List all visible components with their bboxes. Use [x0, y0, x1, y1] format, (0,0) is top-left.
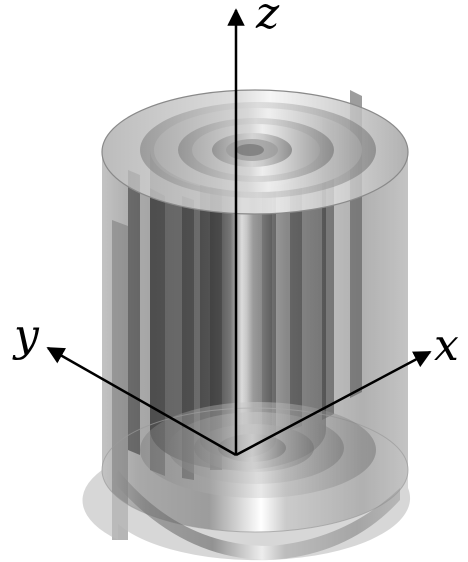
x-axis-label: x	[434, 320, 459, 371]
x-axis	[235, 350, 432, 457]
coordinate-axes	[46, 8, 432, 457]
y-axis-label: y	[12, 310, 40, 361]
z-axis-label: z	[255, 0, 280, 39]
bottom-base	[82, 402, 411, 561]
top-cap	[101, 89, 409, 215]
inner-core	[150, 150, 326, 470]
y-axis	[46, 346, 237, 457]
